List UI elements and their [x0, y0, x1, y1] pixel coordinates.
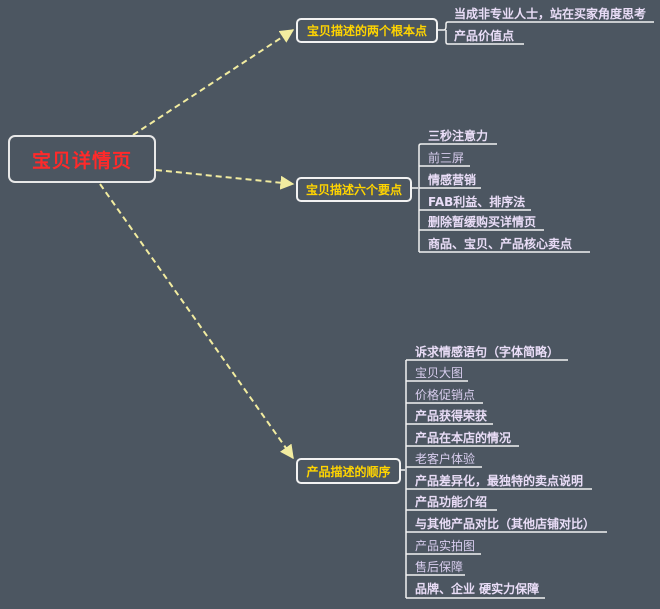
arrow-to-branch-3 [99, 183, 294, 460]
branch-two-fundamentals[interactable]: 宝贝描述的两个根本点 [296, 18, 438, 43]
branch-six-points[interactable]: 宝贝描述六个要点 [296, 177, 412, 202]
leaf-item[interactable]: 产品差异化，最独特的卖点说明 [415, 474, 584, 488]
leaf-item[interactable]: 商品、宝贝、产品核心卖点 [428, 237, 573, 251]
leaf-item[interactable]: 与其他产品对比（其他店铺对比） [415, 517, 596, 531]
root-node[interactable]: 宝贝详情页 [8, 135, 156, 183]
leaf-item[interactable]: 价格促销点 [415, 388, 476, 402]
leaf-connectors [399, 21, 654, 599]
leaf-item[interactable]: FAB利益、排序法 [428, 195, 526, 209]
branch-label: 宝贝描述六个要点 [305, 183, 402, 197]
branch-label: 宝贝描述的两个根本点 [306, 24, 427, 38]
arrow-to-branch-2 [155, 169, 295, 190]
leaf-item[interactable]: 产品在本店的情况 [415, 431, 512, 445]
leaf-item[interactable]: 产品价值点 [454, 29, 515, 43]
root-label: 宝贝详情页 [31, 149, 132, 172]
leaf-item[interactable]: 诉求情感语句（字体简略） [415, 345, 560, 359]
leaf-item[interactable]: 三秒注意力 [428, 129, 489, 143]
leaf-item[interactable]: 售后保障 [415, 560, 464, 574]
branch-label: 产品描述的顺序 [306, 464, 391, 479]
leaf-item[interactable]: 产品实拍图 [415, 539, 476, 553]
leaf-item[interactable]: 删除暂缓购买详情页 [428, 215, 537, 229]
arrow-to-branch-1 [132, 29, 295, 136]
leaf-item[interactable]: 老客户体验 [415, 452, 476, 466]
leaf-item[interactable]: 情感营销 [428, 173, 477, 187]
leaf-item[interactable]: 宝贝大图 [415, 366, 464, 380]
leaf-item[interactable]: 前三屏 [428, 151, 465, 165]
leaf-item[interactable]: 当成非专业人士，站在买家角度思考 [454, 7, 647, 21]
branch-description-order[interactable]: 产品描述的顺序 [296, 458, 401, 484]
leaf-item[interactable]: 品牌、企业 硬实力保障 [415, 582, 540, 596]
leaf-item[interactable]: 产品功能介绍 [415, 495, 488, 509]
leaf-item[interactable]: 产品获得荣获 [415, 409, 488, 423]
